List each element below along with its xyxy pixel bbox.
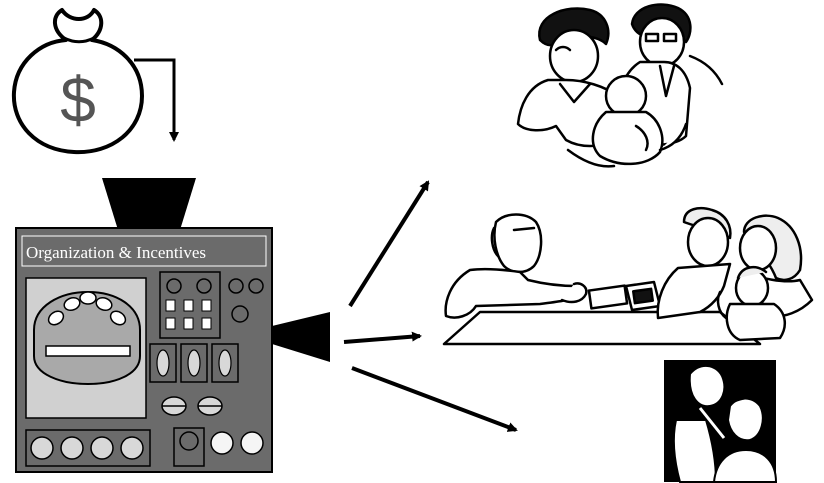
money-bag-icon: $ [11, 8, 144, 155]
gauge-dial [33, 290, 141, 386]
doctor-family-consultation-illustration [442, 206, 814, 346]
arrow-to-consultation [343, 331, 422, 344]
gauge-slot [45, 345, 131, 357]
arrow-to-family [348, 180, 430, 308]
dollar-sign: $ [60, 64, 96, 136]
mother-father-baby-illustration [516, 3, 724, 168]
funnel-icon [102, 178, 196, 230]
money-flow-arrow [134, 58, 179, 142]
arrow-to-exam [351, 366, 518, 432]
output-arrows [343, 180, 518, 432]
doctor-examining-patient-illustration [664, 360, 778, 483]
organization-incentives-machine: Organization & Incentives [15, 227, 273, 473]
machine-label: Organization & Incentives [26, 243, 206, 262]
nozzle-icon [272, 312, 330, 362]
